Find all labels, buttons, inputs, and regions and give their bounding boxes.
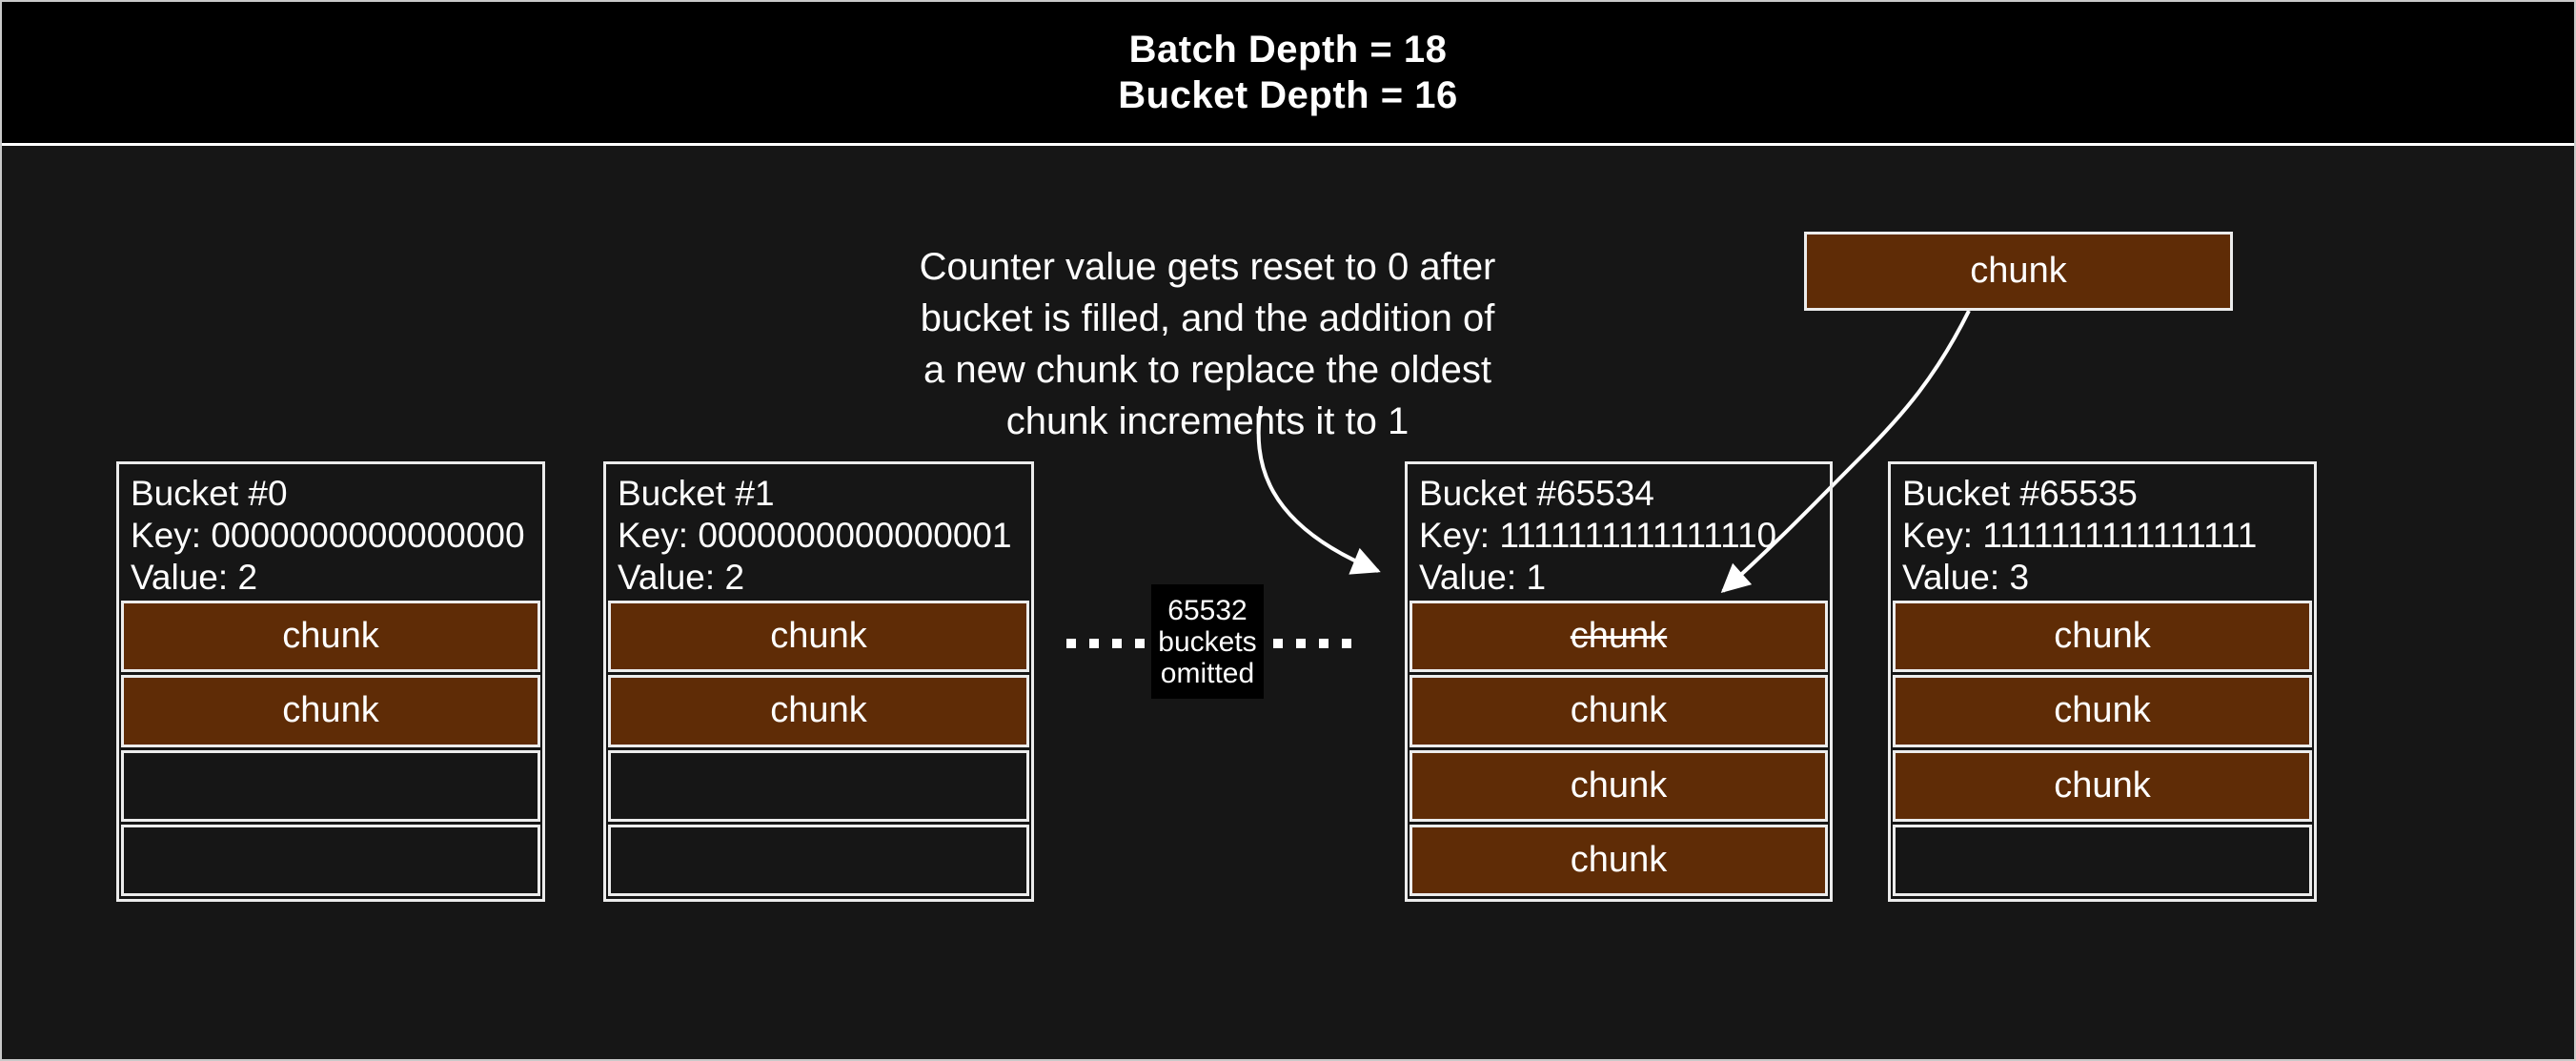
omitted-line: 65532: [1167, 594, 1247, 626]
bucket-key: Key: 0000000000000000: [131, 516, 525, 555]
chunk-slot: chunk: [1893, 601, 2312, 673]
dot: [1342, 639, 1351, 648]
chunk-label: chunk: [1970, 251, 2067, 291]
chunk-slot-replaced: chunk: [1410, 601, 1828, 673]
bucket-key: Key: 1111111111111110: [1419, 516, 1777, 555]
chunk-label: chunk: [1570, 839, 1668, 880]
bucket-title: Bucket #65535: [1902, 474, 2138, 513]
bucket-key: Key: 0000000000000001: [618, 516, 1012, 555]
empty-slot: [1893, 824, 2312, 896]
bucket-header: Bucket #65535 Key: 1111111111111111 Valu…: [1891, 464, 2314, 601]
chunk-slot: chunk: [608, 675, 1029, 747]
chunk-slot: chunk: [608, 601, 1029, 673]
dot: [1112, 639, 1122, 648]
chunk-label: chunk: [2054, 765, 2151, 806]
omitted-buckets-label: 65532 buckets omitted: [1151, 584, 1264, 699]
chunk-label: chunk: [282, 616, 379, 657]
title-bar: Batch Depth = 18 Bucket Depth = 16: [2, 2, 2574, 146]
ellipsis-dots-left: [1066, 639, 1145, 648]
title-line-batch-depth: Batch Depth = 18: [1128, 29, 1448, 71]
chunk-label: chunk: [2054, 616, 2151, 657]
chunk-label: chunk: [770, 690, 867, 731]
bucket-title: Bucket #0: [131, 474, 288, 513]
bucket-value: Value: 3: [1902, 558, 2030, 597]
chunk-slot: chunk: [1410, 675, 1828, 747]
bucket-value: Value: 2: [618, 558, 745, 597]
bucket-key: Key: 1111111111111111: [1902, 516, 2258, 555]
chunk-slot: chunk: [121, 601, 540, 673]
bucket-1: Bucket #1 Key: 0000000000000001 Value: 2…: [603, 461, 1034, 902]
bucket-header: Bucket #1 Key: 0000000000000001 Value: 2: [606, 464, 1031, 601]
dot: [1089, 639, 1099, 648]
chunk-slot: chunk: [121, 675, 540, 747]
empty-slot: [608, 749, 1029, 822]
title-line-bucket-depth: Bucket Depth = 16: [1118, 74, 1458, 116]
chunk-slot: chunk: [1893, 675, 2312, 747]
dot: [1296, 639, 1306, 648]
dot: [1273, 639, 1283, 648]
bucket-title: Bucket #65534: [1419, 474, 1654, 513]
bucket-title: Bucket #1: [618, 474, 775, 513]
dot: [1135, 639, 1145, 648]
chunk-label: chunk: [770, 616, 867, 657]
bucket-value: Value: 2: [131, 558, 258, 597]
ellipsis-dots-right: [1273, 639, 1351, 648]
chunk-slot: chunk: [1410, 749, 1828, 822]
bucket-0: Bucket #0 Key: 0000000000000000 Value: 2…: [116, 461, 545, 902]
omitted-line: buckets: [1158, 625, 1257, 658]
bucket-value: Value: 1: [1419, 558, 1547, 597]
empty-slot: [121, 749, 540, 822]
annotation-line: bucket is filled, and the addition of: [920, 297, 1495, 339]
empty-slot: [608, 824, 1029, 896]
chunk-label: chunk: [1570, 765, 1668, 806]
chunk-slot: chunk: [1410, 824, 1828, 896]
annotation-line: chunk increments it to 1: [1005, 400, 1410, 442]
bucket-65535: Bucket #65535 Key: 1111111111111111 Valu…: [1888, 461, 2317, 902]
bucket-header: Bucket #0 Key: 0000000000000000 Value: 2: [119, 464, 542, 601]
chunk-label: chunk: [2054, 690, 2151, 731]
dot: [1066, 639, 1076, 648]
annotation-line: a new chunk to replace the oldest: [923, 349, 1491, 391]
bucket-65534: Bucket #65534 Key: 1111111111111110 Valu…: [1405, 461, 1833, 902]
annotation-text: Counter value gets reset to 0 after buck…: [907, 241, 1508, 447]
annotation-line: Counter value gets reset to 0 after: [919, 246, 1496, 288]
incoming-chunk-box: chunk: [1804, 232, 2233, 311]
dot: [1319, 639, 1329, 648]
omitted-line: omitted: [1160, 657, 1255, 689]
chunk-slot: chunk: [1893, 749, 2312, 822]
chunk-label: chunk: [1570, 690, 1668, 731]
chunk-label: chunk: [282, 690, 379, 731]
empty-slot: [121, 824, 540, 896]
chunk-label-struck: chunk: [1570, 616, 1668, 657]
bucket-header: Bucket #65534 Key: 1111111111111110 Valu…: [1408, 464, 1830, 601]
